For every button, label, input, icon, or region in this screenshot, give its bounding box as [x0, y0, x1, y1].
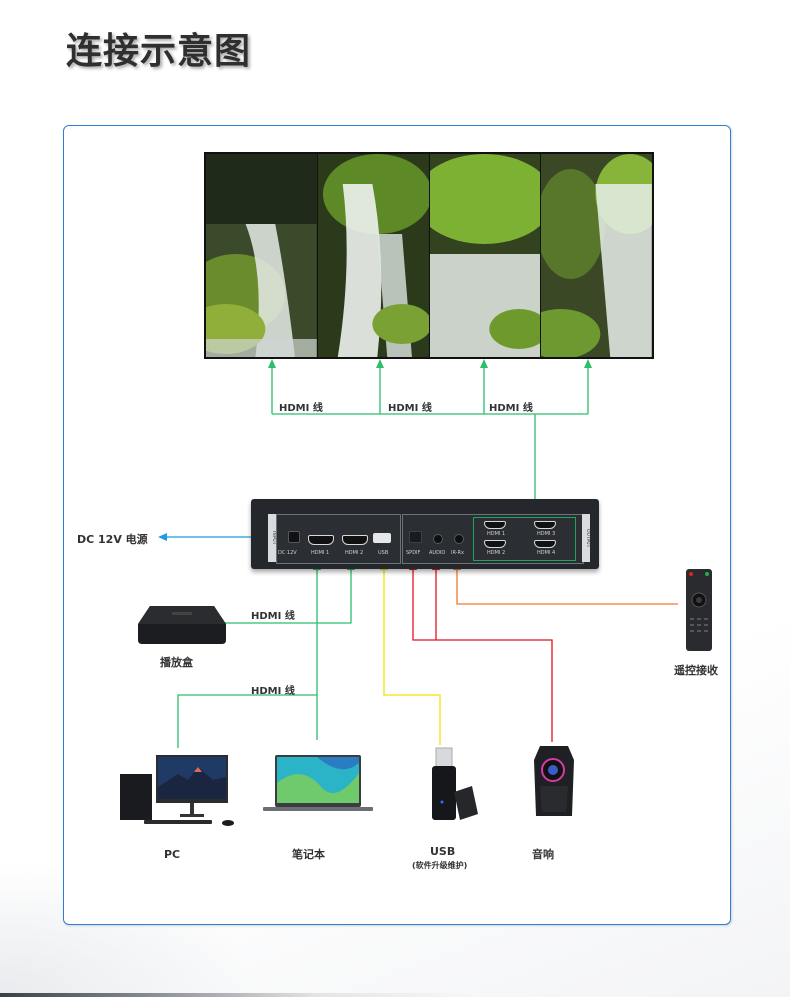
output-tab: OUTPUT — [582, 514, 590, 562]
bottom-accent-bar — [0, 993, 790, 997]
video-wall — [204, 152, 654, 359]
hdmi-port — [534, 521, 556, 529]
arrow-up-icon — [480, 359, 488, 368]
media-box-image — [138, 606, 226, 644]
splicer-device: INPUT OUTPUT DC 12V HDMI 1 HDMI 2 USB SP… — [251, 499, 599, 569]
hdmi-cable-label: HDMI 线 — [251, 686, 295, 697]
audio-lines — [412, 566, 553, 742]
port-label: HDMI 1 — [487, 531, 506, 537]
port-label: IR-Rx — [451, 550, 464, 556]
audio-port — [433, 534, 443, 544]
power-label: DC 12V 电源 — [77, 533, 148, 546]
usb-port — [373, 533, 391, 543]
hdmi-cable-label: HDMI 线 — [251, 611, 295, 622]
video-wall-panel — [206, 154, 318, 357]
dc-jack — [288, 531, 300, 543]
media-box-label: 播放盒 — [160, 656, 193, 669]
port-label: HDMI 2 — [345, 550, 364, 556]
video-wall-panel — [541, 154, 652, 357]
speaker-label: 音响 — [532, 848, 554, 861]
remote-label: 遥控接收 — [674, 664, 718, 677]
hdmi-input-lines — [177, 566, 352, 748]
port-label: HDMI 4 — [537, 550, 556, 556]
port-label: SPDIF — [406, 550, 421, 556]
input-tab: INPUT — [268, 514, 276, 562]
speaker-image — [534, 746, 574, 816]
port-label: DC 12V — [278, 550, 297, 556]
port-label: HDMI 1 — [311, 550, 330, 556]
usb-line — [383, 566, 441, 745]
hdmi-port — [308, 535, 334, 545]
laptop-label: 笔记本 — [292, 848, 325, 861]
hdmi-cable-label: HDMI 线 — [279, 403, 323, 414]
hdmi-port — [484, 540, 506, 548]
usb-label: USB — [430, 845, 456, 858]
output-ports-group: HDMI 1 HDMI 3 HDMI 2 HDMI 4 — [473, 517, 576, 561]
ir-port — [454, 534, 464, 544]
video-wall-panel — [317, 154, 430, 357]
pc-label: PC — [164, 848, 181, 861]
ir-line — [456, 566, 678, 605]
arrow-left-icon — [158, 533, 167, 541]
spdif-port — [409, 531, 422, 543]
arrow-up-icon — [584, 359, 592, 368]
usb-note: (软件升级维护) — [412, 861, 468, 870]
port-label: HDMI 3 — [537, 531, 556, 537]
hdmi-cable-label: HDMI 线 — [388, 403, 432, 414]
hdmi-cable-label: HDMI 线 — [489, 403, 533, 414]
usb-dongle-image — [432, 747, 478, 820]
arrow-up-icon — [268, 359, 276, 368]
arrow-up-icon — [376, 359, 384, 368]
laptop-image — [263, 755, 373, 811]
arrow-up-icons — [268, 359, 592, 368]
hdmi-port — [342, 535, 368, 545]
pc-image — [120, 755, 234, 826]
remote-control-image — [686, 569, 712, 651]
hdmi-port — [484, 521, 506, 529]
port-label: USB — [378, 550, 389, 556]
page-title: 连接示意图 — [66, 31, 252, 72]
video-wall-panel — [429, 154, 542, 357]
hdmi-output-lines — [271, 364, 589, 517]
hdmi-port — [534, 540, 556, 548]
port-label: HDMI 2 — [487, 550, 506, 556]
port-label: AUDIO — [429, 550, 446, 556]
